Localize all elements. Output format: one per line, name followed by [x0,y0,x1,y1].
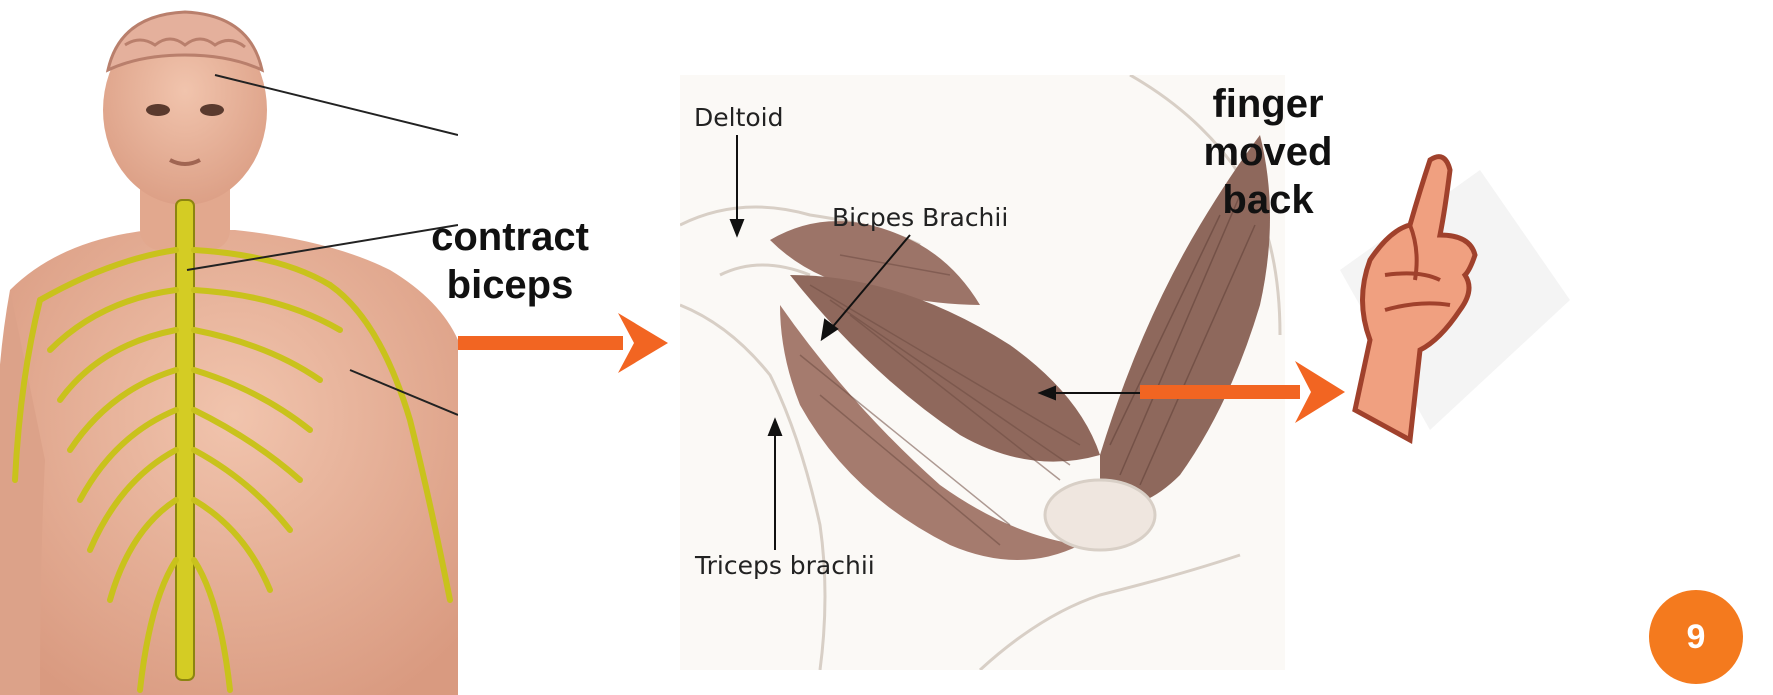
result-caption-line1: finger [1178,80,1358,128]
label-deltoid: Deltoid [694,103,784,132]
action-caption: contract biceps [420,213,600,309]
arrow-to-arm [458,305,673,385]
spinal-cord [176,200,194,680]
action-caption-line1: contract [420,213,600,261]
torso [10,230,458,695]
nervous-system-illustration [0,0,460,695]
label-biceps-brachii: Bicpes Brachii [832,203,1008,232]
action-caption-line2: biceps [420,261,600,309]
pointing-hand-illustration [1270,150,1573,450]
label-triceps-brachii: Triceps brachii [695,551,875,580]
slide-number-badge: 9 [1649,590,1743,684]
